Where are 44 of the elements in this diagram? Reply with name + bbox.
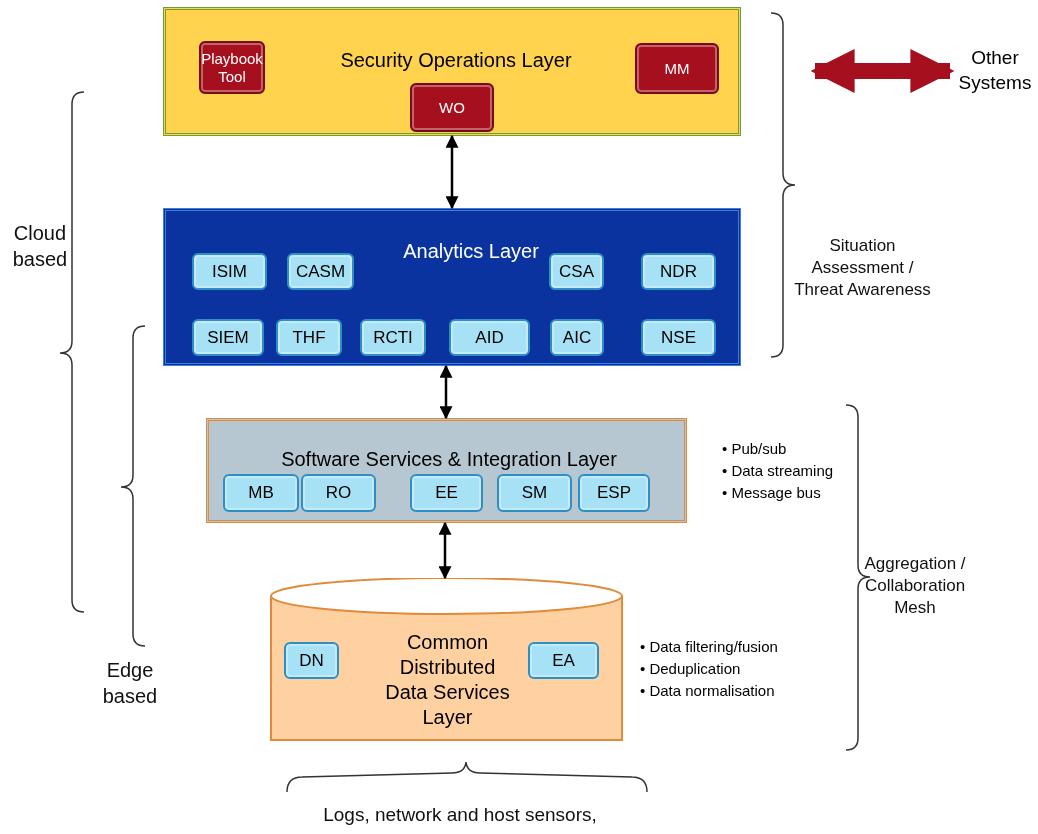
layer-panel [206, 418, 687, 523]
service-box: ISIM [192, 253, 267, 290]
service-box: EE [410, 474, 483, 512]
bracket-label: Edge based [101, 658, 159, 709]
service-box: RCTI [360, 319, 426, 356]
bracket-label: Aggregation / Collaboration Mesh [863, 553, 967, 620]
service-box: ESP [578, 474, 650, 512]
tool-box: WO [410, 83, 494, 132]
tool-box: MM [635, 43, 719, 94]
bullet-item: • Deduplication [640, 658, 742, 679]
service-box: CASM [287, 253, 354, 290]
service-box: DN [284, 642, 339, 679]
double-arrow [439, 364, 453, 420]
service-box: SIEM [192, 319, 264, 356]
bracket-label: Cloud based [11, 221, 69, 272]
layer-title: Software Services & Integration Layer [280, 447, 618, 472]
service-box: MB [223, 474, 299, 512]
service-box: AID [449, 319, 530, 356]
database-cylinder [270, 578, 623, 741]
service-box: NDR [641, 253, 716, 290]
bracket-label: Situation Assessment / Threat Awareness [793, 235, 932, 302]
layer-title: Analytics Layer [402, 239, 540, 264]
service-box: SM [497, 474, 572, 512]
service-box: AIC [550, 319, 604, 356]
bullet-item: • Data normalisation [640, 680, 776, 701]
layer-title: Security Operations Layer [339, 48, 573, 73]
service-box: EA [528, 642, 599, 679]
service-box: THF [276, 319, 342, 356]
service-box: NSE [641, 319, 716, 356]
tool-box: Playbook Tool [199, 41, 265, 94]
bracket-label: Logs, network and host sensors, [322, 803, 598, 827]
bullet-item: • Pub/sub [722, 439, 788, 459]
double-arrow [445, 134, 459, 210]
double-arrow [810, 49, 955, 93]
double-arrow [438, 521, 452, 580]
layer-panel [163, 208, 741, 366]
layer-panel [163, 7, 741, 136]
bullet-item: • Message bus [722, 482, 822, 503]
service-box: CSA [549, 253, 604, 290]
layer-title: Common Distributed Data Services Layer [384, 630, 511, 730]
bullet-item: • Data streaming [722, 460, 834, 481]
service-box: RO [301, 474, 376, 512]
system-label: Other Systems [950, 44, 1038, 98]
bullet-item: • Data filtering/fusion [640, 637, 778, 657]
